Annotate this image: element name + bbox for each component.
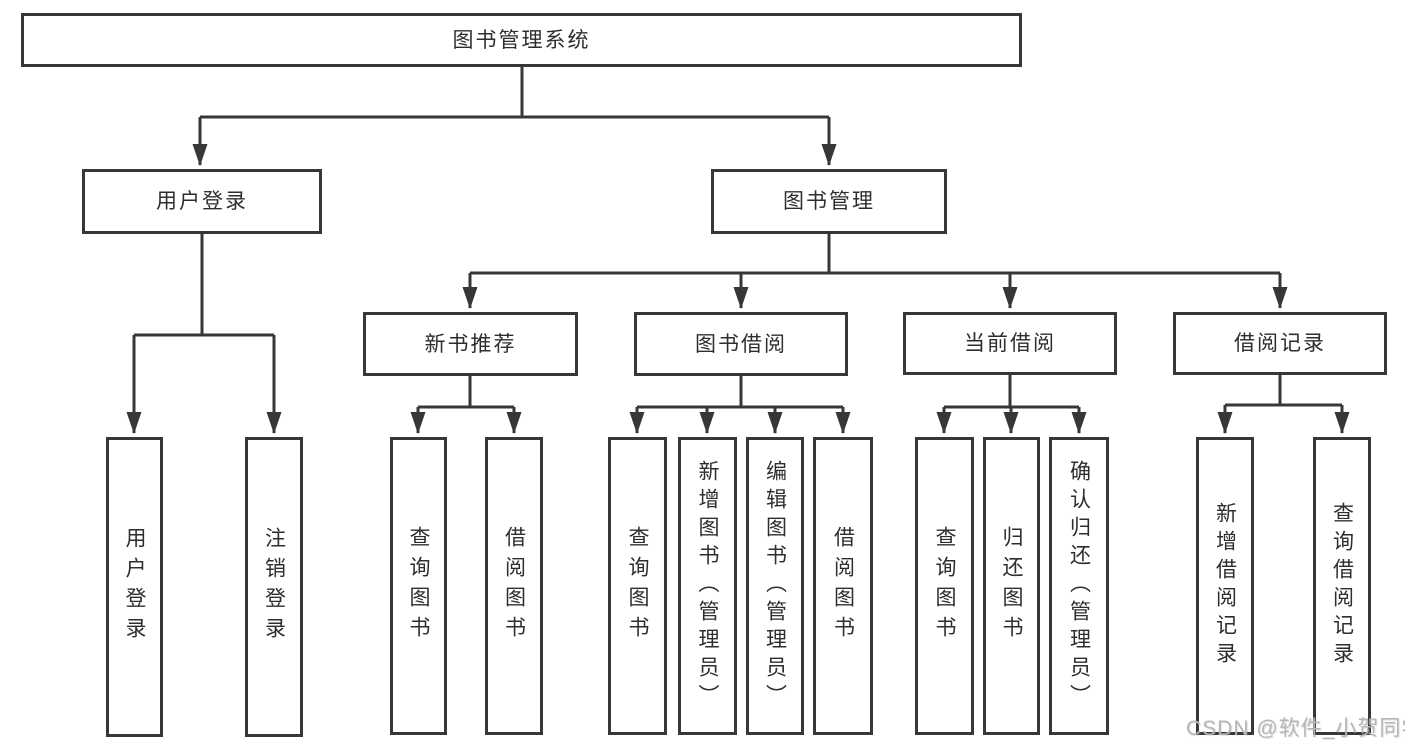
leaf-borrow-query-books: 查询图书 bbox=[608, 437, 667, 735]
node-system-root: 图书管理系统 bbox=[21, 13, 1022, 67]
leaf-borrow-edit-books-admin: 编辑图书（管理员） bbox=[746, 437, 804, 735]
leaf-records-query-record: 查询借阅记录 bbox=[1313, 437, 1371, 735]
leaf-current-confirm-return-admin: 确认归还（管理员） bbox=[1049, 437, 1109, 735]
leaf-recommend-borrow-books: 借阅图书 bbox=[485, 437, 543, 735]
leaf-user-login: 用户登录 bbox=[106, 437, 163, 737]
leaf-borrow-borrow-books: 借阅图书 bbox=[813, 437, 873, 735]
node-book-borrowing: 图书借阅 bbox=[634, 312, 848, 376]
leaf-current-query-books: 查询图书 bbox=[915, 437, 974, 735]
node-current-borrowing: 当前借阅 bbox=[903, 312, 1117, 375]
leaf-records-add-record: 新增借阅记录 bbox=[1196, 437, 1254, 735]
leaf-current-return-books: 归还图书 bbox=[983, 437, 1040, 735]
node-borrowing-records: 借阅记录 bbox=[1173, 312, 1387, 375]
leaf-logout: 注销登录 bbox=[245, 437, 303, 737]
csdn-watermark: CSDN @软件_小贺同学 bbox=[1186, 717, 1405, 740]
leaf-borrow-add-books-admin: 新增图书（管理员） bbox=[678, 437, 737, 735]
node-user-login: 用户登录 bbox=[82, 169, 322, 234]
node-new-book-recommendation: 新书推荐 bbox=[363, 312, 578, 376]
node-book-management: 图书管理 bbox=[711, 169, 947, 234]
leaf-recommend-query-books: 查询图书 bbox=[390, 437, 447, 735]
